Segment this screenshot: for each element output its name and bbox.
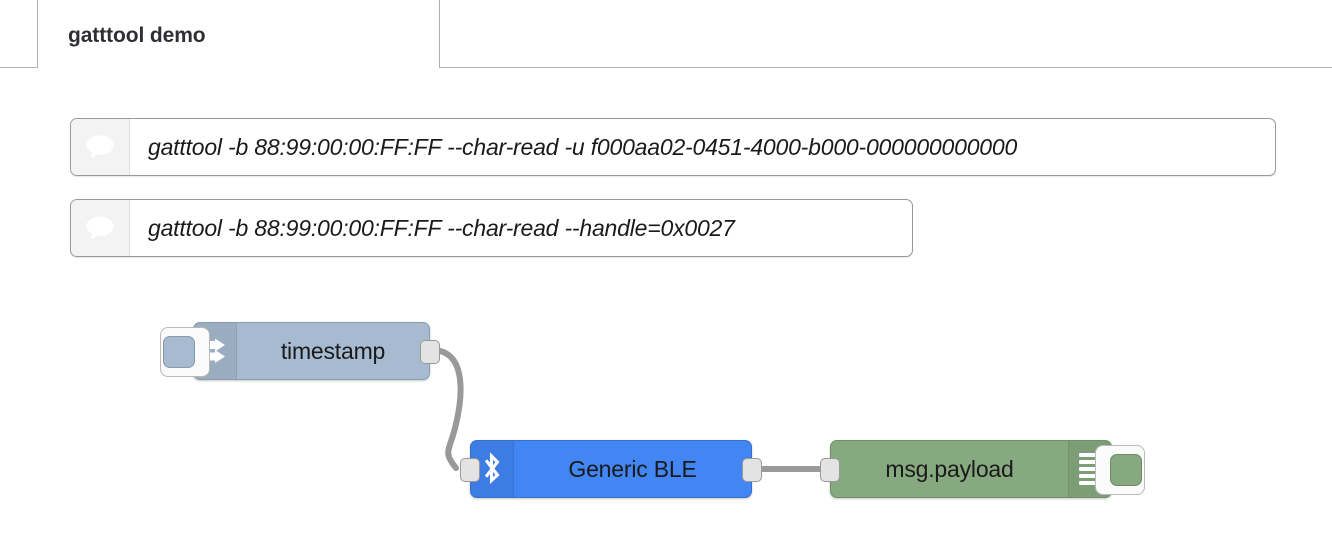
ble-output-port[interactable] xyxy=(742,458,762,482)
debug-lines-glyph xyxy=(1079,453,1101,485)
comment-bubble-icon xyxy=(71,119,130,175)
inject-output-port[interactable] xyxy=(420,340,440,364)
debug-node-label: msg.payload xyxy=(885,455,1014,482)
debug-input-port[interactable] xyxy=(820,458,840,482)
tab-bar-baseline xyxy=(0,67,1332,68)
tab-bar: gatttool demo xyxy=(0,0,1332,69)
comment-node[interactable]: gatttool -b 88:99:00:00:FF:FF --char-rea… xyxy=(70,199,913,257)
flow-canvas[interactable]: gatttool -b 88:99:00:00:FF:FF --char-rea… xyxy=(0,69,1332,554)
comment-text: gatttool -b 88:99:00:00:FF:FF --char-rea… xyxy=(148,133,1018,160)
comment-bubble-icon xyxy=(71,200,130,256)
tab-label: gatttool demo xyxy=(68,24,206,47)
node-generic-ble[interactable]: Generic BLE xyxy=(460,440,762,498)
wire-inject-to-ble xyxy=(429,347,464,471)
debug-toggle-button[interactable] xyxy=(1095,445,1145,495)
inject-node-label: timestamp xyxy=(280,337,386,364)
comment-node[interactable]: gatttool -b 88:99:00:00:FF:FF --char-rea… xyxy=(70,118,1276,176)
inject-trigger-knob xyxy=(163,336,195,368)
comment-text: gatttool -b 88:99:00:00:FF:FF --char-rea… xyxy=(148,214,735,241)
ble-node-label: Generic BLE xyxy=(568,455,697,482)
bluetooth-icon xyxy=(471,441,514,497)
tab-gatttool-demo[interactable]: gatttool demo xyxy=(37,0,440,68)
ble-input-port[interactable] xyxy=(460,458,480,482)
node-debug[interactable]: msg.payload xyxy=(820,440,1145,498)
inject-trigger-button[interactable] xyxy=(160,327,210,377)
debug-toggle-knob xyxy=(1110,454,1142,486)
node-inject[interactable]: timestamp xyxy=(160,322,440,380)
